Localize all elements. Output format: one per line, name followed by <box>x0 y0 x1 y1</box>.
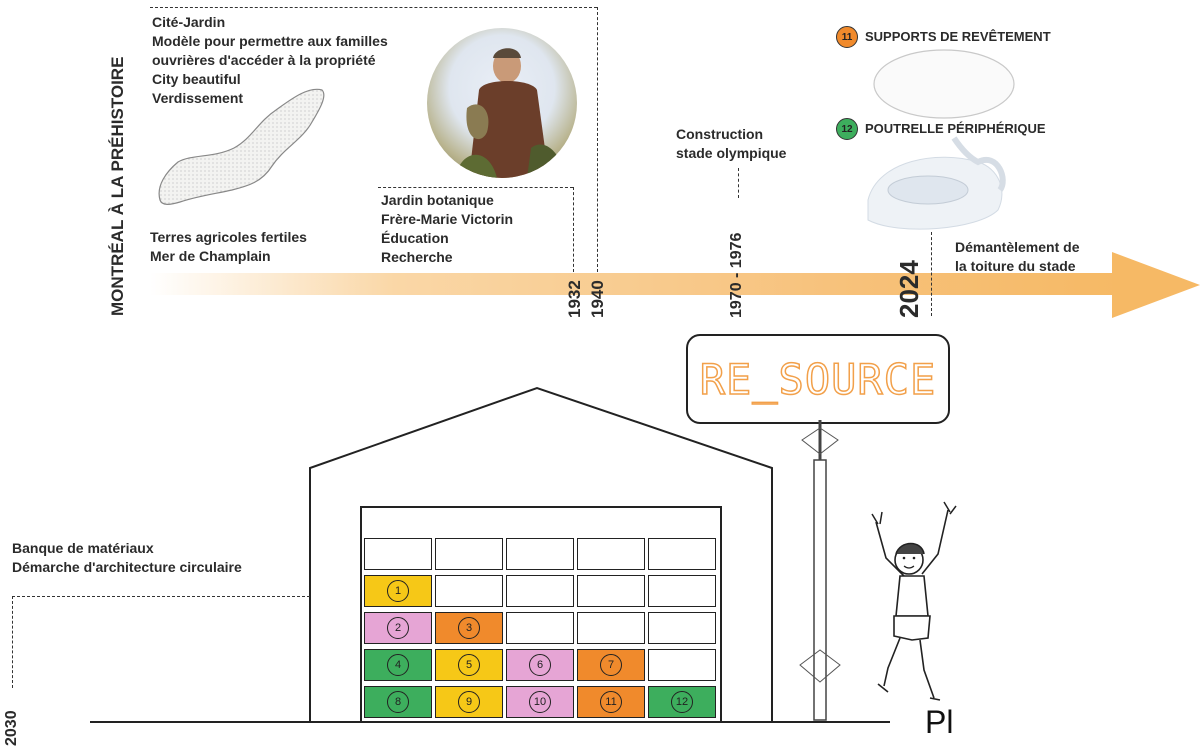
connector-2024 <box>931 232 932 316</box>
resource-sign: RE_SOURCE <box>686 334 950 424</box>
grid-cell <box>506 538 574 570</box>
grid-number: 4 <box>387 654 409 676</box>
grid-cell <box>435 575 503 607</box>
jardin-line-1: Jardin botanique <box>381 192 494 208</box>
prehistory-text: Terres agricoles fertiles Mer de Champla… <box>150 228 307 266</box>
grid-cell: 12 <box>648 686 716 718</box>
timeline-arrow-band <box>150 273 1120 295</box>
grid-cell: 1 <box>364 575 432 607</box>
cite-jardin-line-2: Modèle pour permettre aux familles <box>152 33 388 49</box>
connector-1940-top <box>150 7 597 8</box>
connector-2030-top <box>12 596 310 597</box>
ground-line <box>90 721 890 723</box>
demantelement-line-2: la toiture du stade <box>955 258 1076 274</box>
grid-cell: 6 <box>506 649 574 681</box>
grid-cell: 8 <box>364 686 432 718</box>
year-1940: 1940 <box>588 280 607 318</box>
banque-line-1: Banque de matériaux <box>12 540 154 556</box>
banque-materiaux-text: Banque de matériaux Démarche d'architect… <box>12 539 242 577</box>
portrait-figure <box>455 48 567 178</box>
grid-cell <box>577 575 645 607</box>
stadium-illustration <box>867 49 1015 230</box>
grid-cell <box>648 538 716 570</box>
stade-line-2: stade olympique <box>676 145 787 161</box>
legend-11-label: SUPPORTS DE REVÊTEMENT <box>865 29 1051 44</box>
jardin-line-4: Recherche <box>381 249 453 265</box>
grid-cell: 7 <box>577 649 645 681</box>
stade-construction-text: Construction stade olympique <box>676 125 786 163</box>
prehistory-line-2: Mer de Champlain <box>150 248 271 264</box>
demantelement-text: Démantèlement de la toiture du stade <box>955 238 1079 276</box>
grid-number: 3 <box>458 617 480 639</box>
grid-cell: 3 <box>435 612 503 644</box>
grid-cell <box>435 538 503 570</box>
cite-jardin-line-5: Verdissement <box>152 90 244 106</box>
grid-cell <box>577 612 645 644</box>
year-1932: 1932 <box>565 280 584 318</box>
material-grid: 1 2 3 4 5 6 7 8 9 10 11 12 <box>364 538 716 718</box>
timeline-arrow-head <box>1112 252 1200 318</box>
island-map-icon <box>158 88 325 205</box>
grid-number: 6 <box>529 654 551 676</box>
connector-1970 <box>738 168 739 198</box>
grid-cell: 11 <box>577 686 645 718</box>
resource-label: RE_SOURCE <box>699 354 937 405</box>
connector-1932-vertical <box>573 187 574 272</box>
grid-cell <box>648 575 716 607</box>
grid-number: 8 <box>387 691 409 713</box>
prehistory-line-1: Terres agricoles fertiles <box>150 229 307 245</box>
child-illustration <box>871 501 957 701</box>
grid-number: 10 <box>529 691 551 713</box>
banque-line-2: Démarche d'architecture circulaire <box>12 559 242 575</box>
grid-cell: 9 <box>435 686 503 718</box>
connector-1940-vertical <box>597 7 598 272</box>
grid-number: 9 <box>458 691 480 713</box>
legend-11-badge: 11 <box>836 26 858 48</box>
grid-number: 12 <box>671 691 693 713</box>
grid-number: 1 <box>387 580 409 602</box>
grid-number: 5 <box>458 654 480 676</box>
jardin-line-2: Frère-Marie Victorin <box>381 211 514 227</box>
grid-number: 7 <box>600 654 622 676</box>
cite-jardin-line-3: ouvrières d'accéder à la propriété <box>152 52 376 68</box>
grid-cell <box>506 612 574 644</box>
portrait-photo <box>427 28 577 178</box>
legend-12-badge: 12 <box>836 118 858 140</box>
cite-jardin-line-1: Cité-Jardin <box>152 14 226 30</box>
stade-line-1: Construction <box>676 126 764 142</box>
cite-jardin-text: Cité-Jardin Modèle pour permettre aux fa… <box>152 13 388 108</box>
cite-jardin-line-4: City beautiful <box>152 71 241 87</box>
grid-cell: 2 <box>364 612 432 644</box>
grid-cell <box>648 612 716 644</box>
legend-12-label: POUTRELLE PÉRIPHÉRIQUE <box>865 121 1046 136</box>
year-2030: 2030 <box>3 710 20 746</box>
grid-number: 11 <box>600 691 622 713</box>
prehistory-title: MONTRÉAL À LA PRÉHISTOIRE <box>108 56 127 316</box>
demantelement-line-1: Démantèlement de <box>955 239 1080 255</box>
grid-cell: 4 <box>364 649 432 681</box>
year-range-1970-1976: 1970 - 1976 <box>728 232 745 318</box>
jardin-botanique-text: Jardin botanique Frère-Marie Victorin Éd… <box>381 191 513 267</box>
year-2024: 2024 <box>894 260 924 318</box>
grid-cell <box>506 575 574 607</box>
connector-1932-top <box>378 187 573 188</box>
grid-number: 2 <box>387 617 409 639</box>
grid-cell <box>577 538 645 570</box>
connector-2030-vertical <box>12 596 13 688</box>
grid-cell <box>648 649 716 681</box>
grid-cell <box>364 538 432 570</box>
ground-text: Pl <box>925 704 954 740</box>
grid-cell: 5 <box>435 649 503 681</box>
grid-cell: 10 <box>506 686 574 718</box>
sign-pole <box>799 420 841 721</box>
jardin-line-3: Éducation <box>381 230 449 246</box>
